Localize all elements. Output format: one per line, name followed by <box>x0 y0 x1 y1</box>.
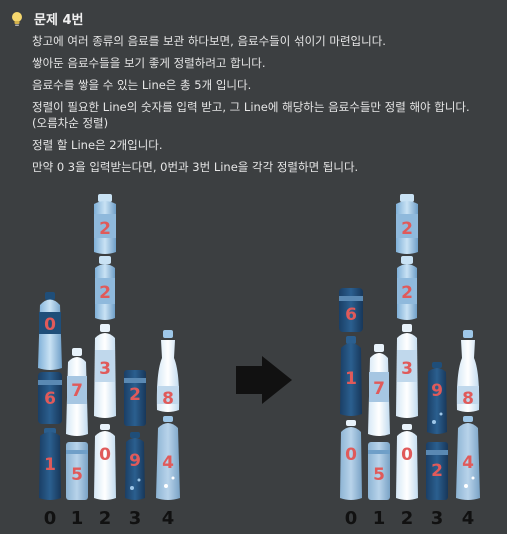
line-label-3: 3 <box>129 508 142 529</box>
bottle: 5 <box>66 442 88 500</box>
bottle: 0 <box>340 420 362 500</box>
bottle: 3 <box>94 324 116 418</box>
bottle-number: 8 <box>462 389 474 409</box>
bottle: 0 <box>94 424 116 500</box>
line-label-0: 0 <box>345 508 358 529</box>
after-line-0-bottles: 0 1 6 <box>339 288 363 500</box>
bottle-number: 2 <box>129 385 141 405</box>
bottle-number: 6 <box>44 389 56 409</box>
bottle: 2 <box>426 442 448 500</box>
bottle: 2 <box>94 194 116 254</box>
bottle-number: 3 <box>401 359 413 379</box>
bottle-number: 4 <box>162 453 174 473</box>
line-label-1: 1 <box>373 508 386 529</box>
bottle: 7 <box>66 348 88 436</box>
bottle-number: 2 <box>401 283 413 303</box>
line-label-2: 2 <box>99 508 112 529</box>
line-label-0: 0 <box>44 508 57 529</box>
bottle-number: 2 <box>431 461 443 481</box>
description-line: 만약 0 3을 입력받는다면, 0번과 3번 Line을 각각 정렬하면 됩니다… <box>32 160 359 174</box>
bottle-number: 3 <box>99 359 111 379</box>
before-group: 1 6 0 5 <box>38 194 180 529</box>
bottle: 7 <box>368 344 390 436</box>
bottle-number: 1 <box>44 455 56 475</box>
bottle: 2 <box>124 370 146 426</box>
line-label-4: 4 <box>462 508 475 529</box>
before-line-3-bottles: 9 2 <box>124 370 146 500</box>
bottle-number: 2 <box>99 219 111 239</box>
after-line-1-bottles: 5 7 <box>368 344 390 500</box>
description-line: 쌓아둔 음료수들을 보기 좋게 정렬하려고 합니다. <box>32 56 266 70</box>
right-arrow-icon <box>236 356 292 404</box>
after-line-4-bottles: 4 8 <box>456 330 480 500</box>
bottle-number: 2 <box>99 283 111 303</box>
problem-description: 창고에 여러 종류의 음료를 보관 하다보면, 음료수들이 섞이기 마련입니다.… <box>32 33 502 181</box>
after-group: 0 1 6 5 7 <box>339 194 480 529</box>
bottle-number: 7 <box>373 379 385 399</box>
description-line: 창고에 여러 종류의 음료를 보관 하다보면, 음료수들이 섞이기 마련입니다. <box>32 34 386 48</box>
bottle-number: 1 <box>345 369 357 389</box>
line-label-2: 2 <box>401 508 414 529</box>
bottle: 4 <box>156 416 180 500</box>
description-line: (오름차순 정렬) <box>32 116 109 130</box>
before-line-1-bottles: 5 7 <box>66 348 88 500</box>
bottle: 1 <box>39 428 61 500</box>
bottle: 4 <box>456 416 480 500</box>
bottle: 0 <box>38 292 62 370</box>
bottle: 6 <box>38 372 62 424</box>
line-label-3: 3 <box>431 508 444 529</box>
before-line-4-bottles: 4 8 <box>156 330 180 500</box>
bottle: 3 <box>396 324 418 418</box>
bottle: 9 <box>125 432 145 500</box>
bottle-number: 0 <box>401 445 413 465</box>
bottle: 6 <box>339 288 363 332</box>
bottle-number: 5 <box>373 465 385 485</box>
bottle: 0 <box>396 424 418 500</box>
bottle: 8 <box>156 330 180 412</box>
bottle: 1 <box>340 336 362 416</box>
bottle: 8 <box>456 330 480 412</box>
bottle-number: 8 <box>162 389 174 409</box>
bottle-number: 0 <box>345 445 357 465</box>
bottle-number: 7 <box>71 381 83 401</box>
lightbulb-icon <box>12 11 22 26</box>
bottle-number: 9 <box>129 451 141 471</box>
bottle-number: 6 <box>345 305 357 325</box>
bottle-number: 4 <box>462 453 474 473</box>
after-line-2-bottles: 0 3 2 2 <box>396 194 418 500</box>
description-line: 정렬 할 Line은 2개입니다. <box>32 138 163 152</box>
bottle: 2 <box>396 194 418 254</box>
description-line: 음료수를 쌓을 수 있는 Line은 총 5개 입니다. <box>32 78 252 92</box>
after-line-3-bottles: 2 9 <box>426 362 448 500</box>
line-label-4: 4 <box>162 508 175 529</box>
bottle-number: 5 <box>71 465 83 485</box>
bottle-number: 0 <box>44 315 56 335</box>
bottle: 2 <box>397 256 417 320</box>
bottle: 9 <box>427 362 447 434</box>
bottle: 2 <box>95 256 115 320</box>
bottle-sorting-figure: 1 6 0 5 <box>38 194 480 529</box>
problem-header: 문제 4번 <box>8 9 83 28</box>
before-line-0-bottles: 1 6 0 <box>38 292 62 500</box>
bottle-number: 9 <box>431 381 443 401</box>
problem-title: 문제 4번 <box>34 13 84 28</box>
description-line: 정렬이 필요한 Line의 숫자를 입력 받고, 그 Line에 해당하는 음료… <box>32 100 470 114</box>
bottle-number: 0 <box>99 445 111 465</box>
bottle-number: 2 <box>401 219 413 239</box>
line-label-1: 1 <box>71 508 84 529</box>
before-line-2-bottles: 0 3 2 2 <box>94 194 116 500</box>
bottle: 5 <box>368 442 390 500</box>
